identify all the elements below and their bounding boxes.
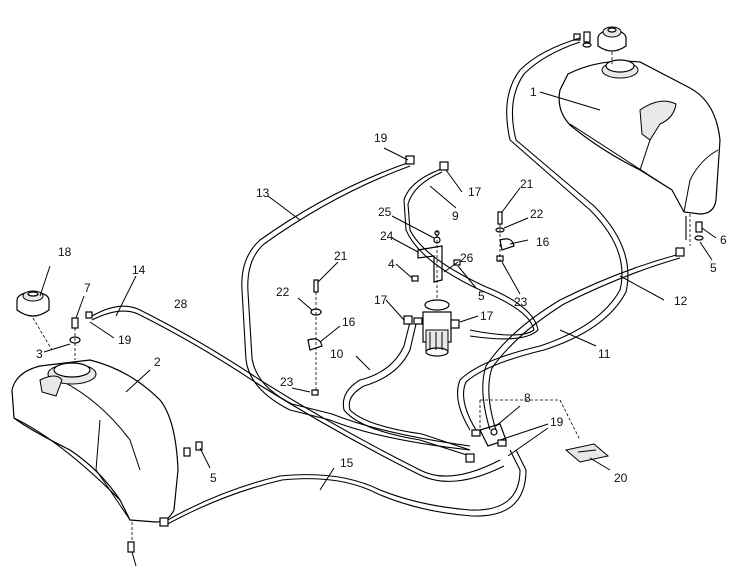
valve-decal bbox=[564, 443, 610, 463]
callout-25: 25 bbox=[378, 205, 392, 219]
callout-17-mid: 17 bbox=[374, 293, 388, 307]
callout-17-top: 17 bbox=[468, 185, 482, 199]
clamp-hardware-left bbox=[307, 279, 323, 396]
right-vent-fitting bbox=[573, 31, 592, 48]
left-fuel-tank bbox=[11, 359, 179, 540]
callout-17-filter: 17 bbox=[480, 309, 494, 323]
callout-26: 26 bbox=[460, 251, 474, 265]
callout-28: 28 bbox=[174, 297, 188, 311]
callout-5-right: 5 bbox=[710, 261, 717, 275]
callout-22-right: 22 bbox=[530, 207, 544, 221]
callout-18: 18 bbox=[58, 245, 72, 259]
callout-22-left: 22 bbox=[276, 285, 290, 299]
callout-16-left: 16 bbox=[342, 315, 356, 329]
fuel-filter bbox=[413, 299, 460, 357]
callout-23-left: 23 bbox=[280, 375, 294, 389]
callout-11: 11 bbox=[598, 347, 611, 361]
hoses bbox=[91, 37, 687, 527]
right-fuel-tank bbox=[558, 59, 721, 246]
callout-14: 14 bbox=[132, 263, 146, 277]
callout-21-right: 21 bbox=[520, 177, 534, 191]
callout-labels: 1 2 3 5 5 5 6 7 8 9 10 11 12 13 14 15 16… bbox=[36, 85, 727, 485]
callout-23-right: 23 bbox=[514, 295, 528, 309]
callout-6: 6 bbox=[720, 233, 727, 247]
hose-fittings bbox=[127, 155, 704, 553]
callout-9: 9 bbox=[452, 209, 459, 223]
left-filler-cap bbox=[16, 290, 53, 351]
callout-2: 2 bbox=[154, 355, 161, 369]
callout-13: 13 bbox=[256, 186, 270, 200]
callout-21-left: 21 bbox=[334, 249, 348, 263]
callout-5-center: 5 bbox=[478, 289, 485, 303]
callout-16-right: 16 bbox=[536, 235, 550, 249]
leader-lines bbox=[39, 91, 717, 567]
callout-5-left: 5 bbox=[210, 471, 217, 485]
callout-10: 10 bbox=[330, 347, 344, 361]
callout-7: 7 bbox=[84, 281, 91, 295]
callout-15: 15 bbox=[340, 456, 354, 470]
fuel-valve bbox=[471, 399, 581, 447]
callout-3: 3 bbox=[36, 347, 43, 361]
clamp-hardware-right bbox=[495, 211, 515, 262]
callout-19-left: 19 bbox=[118, 333, 132, 347]
callout-19-top: 19 bbox=[374, 131, 388, 145]
callout-8: 8 bbox=[524, 391, 531, 405]
right-filler-cap bbox=[597, 26, 627, 64]
callout-4: 4 bbox=[388, 257, 395, 271]
callout-20: 20 bbox=[614, 471, 628, 485]
callout-1: 1 bbox=[530, 85, 537, 99]
callout-12: 12 bbox=[674, 294, 688, 308]
callout-19-valve: 19 bbox=[550, 415, 564, 429]
left-vent-fitting bbox=[69, 311, 93, 360]
callout-24: 24 bbox=[380, 229, 394, 243]
